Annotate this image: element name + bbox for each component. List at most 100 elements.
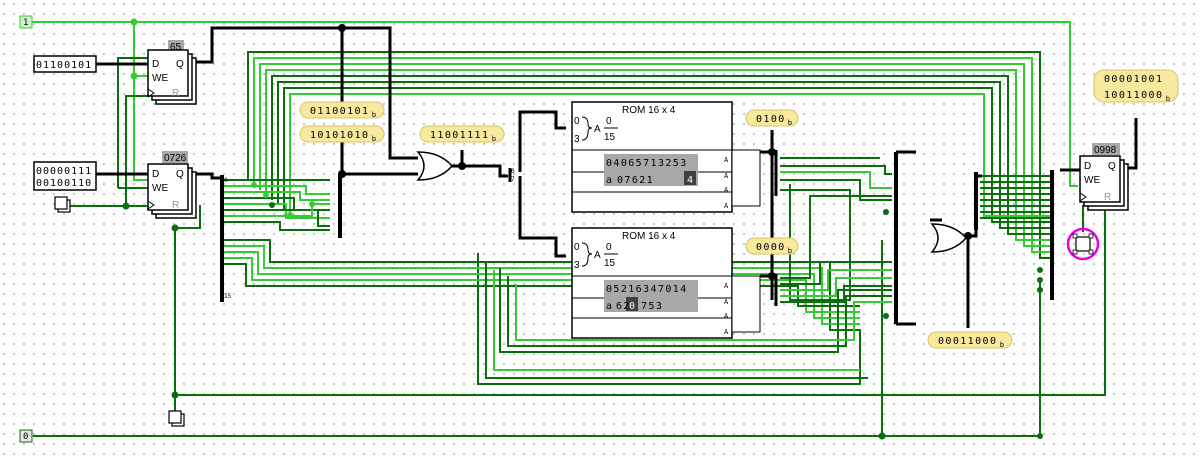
probe-5-value: 0000 (756, 242, 786, 253)
probe-3-radix: b (492, 136, 496, 143)
tunnel-top-label: 1 (23, 18, 28, 28)
rom-2-a-label: A (594, 250, 601, 261)
reset-button[interactable] (54, 196, 71, 213)
register-mid-d: D (152, 169, 159, 180)
rom-2-row2-prefix: a (606, 301, 613, 312)
register-out-value: 0998 (1094, 145, 1117, 156)
rom-1-range-bottom: 15 (604, 132, 616, 143)
probe-7-radix: b (1166, 96, 1170, 103)
tunnel-bottom[interactable]: 0 (19, 429, 33, 443)
rom-2-row1: 05216347014 (606, 284, 688, 295)
probe-6: 00011000 b (927, 331, 1013, 349)
probe-4: 0100 b (745, 109, 799, 127)
input-pin-b-line2: 00100110 (36, 178, 92, 189)
rom-2-title: ROM 16 x 4 (622, 231, 676, 242)
rom-2-out-a3: A (724, 312, 729, 320)
register-mid[interactable]: 0726 D Q WE R (147, 151, 197, 219)
rom-1-row2-prefix: a (606, 175, 613, 186)
rom-2[interactable]: ROM 16 x 4 0 3 A 0 15 05216347014 a 62 0… (571, 227, 761, 339)
register-top-r: R (172, 88, 179, 99)
rom1-output-wires (780, 157, 892, 301)
rom-1-addr-bottom: 3 (574, 134, 580, 145)
register-top-we: WE (152, 73, 168, 84)
splitter-left-idx15: 15 (224, 293, 232, 300)
probe-2-value: 10101010 (310, 130, 369, 141)
probe-2: 10101010 b (299, 125, 385, 143)
probe-6-value: 00011000 (938, 336, 997, 347)
rom-2-out-a2: A (724, 298, 729, 306)
input-pin-a[interactable]: 01100101 (33, 55, 97, 73)
register-mid-q: Q (176, 169, 184, 180)
top-bundle-wires (247, 51, 1052, 259)
splitter-left-idx0: 0 (224, 177, 228, 184)
probe-7-line1: 00001001 (1104, 74, 1163, 85)
rom-1[interactable]: ROM 16 x 4 0 3 A 0 15 04065713253 a 0762… (571, 101, 761, 213)
probe-7: 00001001 10011000 b (1093, 69, 1179, 103)
register-out-q: Q (1108, 161, 1116, 172)
rom-1-row2-highlight: 4 (687, 175, 694, 186)
rom-1-addr-top: 0 (574, 116, 580, 127)
register-mid-r: R (172, 200, 179, 211)
rom-2-range-top: 0 (606, 242, 612, 253)
rom-1-title: ROM 16 x 4 (622, 105, 676, 116)
register-top[interactable]: 65 D Q WE R (147, 40, 197, 105)
probe-1-value: 01100101 (310, 106, 369, 117)
rom-2-addr-bottom: 3 (574, 260, 580, 271)
merge-wires (980, 175, 1052, 219)
input-pin-b[interactable]: 00000111 00100110 (33, 161, 97, 191)
probe-3-value: 11001111 (430, 130, 489, 141)
rom-1-a-label: A (594, 124, 601, 135)
register-out-d: D (1084, 161, 1091, 172)
input-pin-a-value: 01100101 (36, 60, 92, 71)
register-top-value: 65 (170, 42, 182, 53)
rom-1-row1: 04065713253 (606, 158, 688, 169)
rom-2-row2-highlight: 0 (629, 301, 636, 312)
register-top-q: Q (176, 59, 184, 70)
wire-layer (30, 21, 1106, 437)
input-pin-b-line1: 00000111 (36, 166, 92, 177)
rom-1-out-a4: A (724, 202, 729, 210)
register-top-d: D (152, 59, 159, 70)
probe-7-line2: 10011000 (1104, 90, 1163, 101)
rom-1-out-a3: A (724, 186, 729, 194)
splitter-rom-in-bottom: 7 (511, 176, 515, 183)
probe-4-value: 0100 (756, 114, 786, 125)
register-out-r: R (1104, 192, 1111, 203)
or-gate-right[interactable] (930, 223, 967, 253)
or-gate-left[interactable] (416, 151, 453, 181)
rom-1-row2-digits: 07621 (617, 175, 654, 186)
probe-5-radix: b (788, 248, 792, 255)
left-splitter-wires (222, 179, 330, 231)
probe-2-radix: b (372, 136, 376, 143)
probe-4-radix: b (788, 120, 792, 127)
selection-marker[interactable] (1066, 227, 1100, 261)
probe-5: 0000 b (745, 237, 799, 255)
probe-3: 11001111 b (419, 125, 505, 143)
tunnel-bottom-label: 0 (23, 432, 28, 442)
junction-dots (122, 18, 1043, 440)
probe-1-radix: b (372, 112, 376, 119)
splitter-rom-in[interactable]: 0 7 (508, 168, 515, 183)
rom-2-addr-top: 0 (574, 242, 580, 253)
splitter-left[interactable]: 0 15 (220, 175, 232, 302)
rom-2-range-bottom: 15 (604, 258, 616, 269)
probe-1: 01100101 b (299, 101, 385, 119)
register-out[interactable]: 0998 D Q WE R (1079, 143, 1129, 211)
splitter-rom-in-top: 0 (511, 168, 515, 175)
clock-button[interactable] (168, 410, 185, 427)
register-mid-we: WE (152, 183, 168, 194)
rom2-output-wires (780, 195, 892, 303)
rom-1-range-top: 0 (606, 116, 612, 127)
rom-2-row2-digits: 62 (616, 301, 631, 312)
probe-6-radix: b (1000, 342, 1004, 349)
rom-2-row2-after: 753 (641, 301, 663, 312)
rom-2-out-a1: A (724, 282, 729, 290)
register-mid-value: 0726 (164, 153, 187, 164)
rom-1-out-a2: A (724, 172, 729, 180)
register-out-we: WE (1084, 175, 1100, 186)
tunnel-top[interactable]: 1 (19, 15, 33, 29)
rom-2-out-a4: A (724, 328, 729, 336)
bottom-bundle-wires (222, 239, 892, 385)
rom-1-out-a1: A (724, 156, 729, 164)
